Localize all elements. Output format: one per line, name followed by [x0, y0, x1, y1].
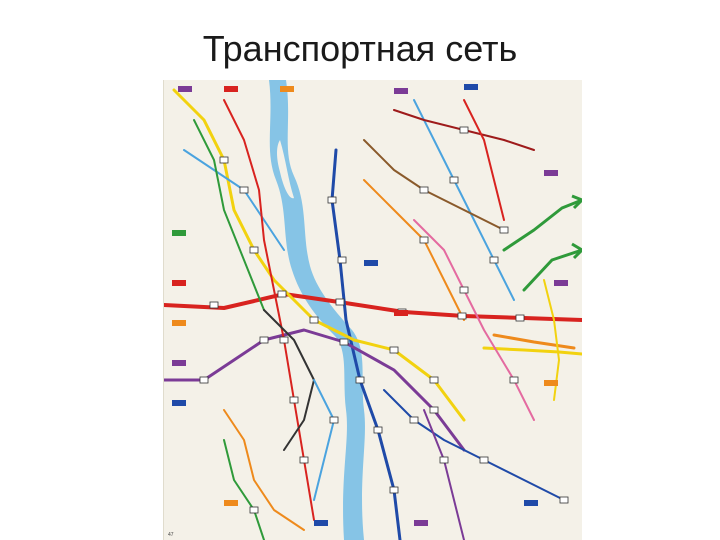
line-orange-east — [492, 333, 576, 350]
label-chip — [280, 86, 294, 92]
label-chip — [414, 520, 428, 526]
line-purple-south — [423, 409, 465, 540]
label-chip — [544, 380, 558, 386]
station-marker — [373, 426, 383, 434]
arrow-green-2 — [571, 242, 582, 260]
line-red-ne — [463, 99, 505, 221]
label-chip — [172, 320, 186, 326]
station-marker — [335, 298, 345, 306]
station-marker — [199, 376, 209, 384]
line-green-east-2 — [522, 248, 582, 292]
station-marker — [339, 338, 349, 346]
label-chip — [172, 280, 186, 286]
label-chip — [178, 86, 192, 92]
station-marker — [429, 406, 439, 414]
label-chip — [394, 88, 408, 94]
station-marker — [457, 312, 467, 320]
station-marker — [309, 316, 319, 324]
label-chip — [224, 500, 238, 506]
line-orange-center — [363, 179, 465, 321]
station-marker — [249, 246, 259, 254]
station-marker — [419, 236, 429, 244]
label-chip — [172, 230, 186, 236]
station-marker — [389, 346, 399, 354]
station-marker — [449, 176, 459, 184]
station-marker — [355, 376, 365, 384]
label-chip — [224, 86, 238, 92]
island-shape — [277, 140, 294, 199]
station-marker — [239, 186, 249, 194]
metro-line-blue — [330, 148, 402, 540]
metro-line-red — [164, 292, 582, 322]
label-chip — [544, 170, 558, 176]
station-marker — [277, 290, 287, 298]
line-blue-se — [383, 389, 565, 501]
line-purple — [164, 328, 466, 452]
label-chip — [554, 280, 568, 286]
station-marker — [259, 336, 269, 344]
station-marker — [509, 376, 519, 384]
station-marker — [479, 456, 489, 464]
line-green-west — [193, 119, 265, 311]
label-chip — [172, 400, 186, 406]
station-marker — [219, 156, 229, 164]
station-marker — [299, 456, 309, 464]
station-marker — [289, 396, 299, 404]
station-marker — [337, 256, 347, 264]
station-marker — [429, 376, 439, 384]
label-chip — [524, 500, 538, 506]
line-lightblue-south — [313, 379, 335, 501]
label-chip — [172, 360, 186, 366]
line-yellow — [172, 88, 466, 422]
line-green-east — [502, 198, 582, 252]
label-chip — [464, 84, 478, 90]
station-marker — [279, 336, 289, 344]
arrow-green-1 — [571, 194, 582, 210]
station-marker — [329, 416, 339, 424]
map-corner-label: 47 — [168, 532, 174, 538]
line-green-sw — [223, 439, 265, 540]
station-marker — [439, 456, 449, 464]
transport-map-svg — [164, 80, 582, 540]
station-marker — [499, 226, 509, 234]
label-chip — [364, 260, 378, 266]
station-marker — [409, 416, 419, 424]
station-marker — [515, 314, 525, 322]
station-marker — [419, 186, 429, 194]
station-marker — [327, 196, 337, 204]
station-marker — [249, 506, 259, 514]
label-chip — [394, 310, 408, 316]
line-brown — [363, 139, 505, 231]
line-lightblue-ne — [413, 99, 515, 301]
transport-network-map: 47 — [163, 80, 582, 540]
line-yellow-east — [482, 346, 582, 356]
slide-title: Транспортная сеть — [202, 28, 518, 69]
station-marker — [559, 496, 569, 504]
station-marker — [459, 286, 469, 294]
station-marker — [459, 126, 469, 134]
line-red-west — [223, 99, 315, 521]
label-chip — [314, 520, 328, 526]
station-marker — [389, 486, 399, 494]
station-marker — [489, 256, 499, 264]
line-orange-south — [223, 409, 305, 531]
river-shape — [269, 80, 365, 540]
line-pink — [413, 219, 535, 421]
station-marker — [209, 301, 219, 309]
